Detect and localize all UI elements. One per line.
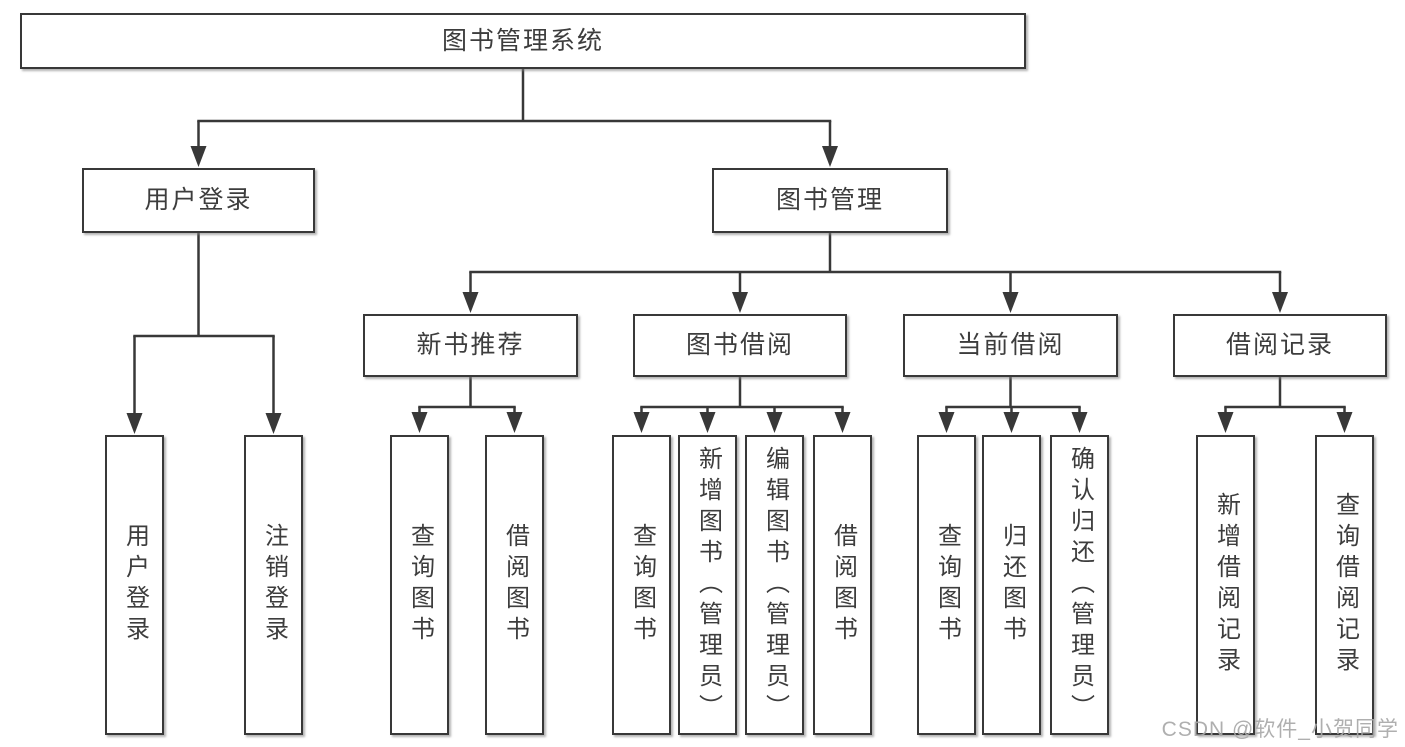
node-label: 借阅记录 xyxy=(1225,331,1334,359)
leaf-query-books-current: 查询图书 xyxy=(917,435,976,735)
node-label: 查询图书 xyxy=(933,523,961,647)
node-label: 确认归还（管理员） xyxy=(1066,445,1094,725)
node-label: 新增借阅记录 xyxy=(1212,492,1240,678)
node-new-book-recommend: 新书推荐 xyxy=(363,314,578,377)
leaf-logout: 注销登录 xyxy=(244,435,303,735)
node-label: 图书借阅 xyxy=(685,331,794,359)
leaf-user-login: 用户登录 xyxy=(105,435,164,735)
node-label: 用户登录 xyxy=(121,523,149,647)
node-label: 用户登录 xyxy=(144,186,253,214)
node-user-login: 用户登录 xyxy=(82,168,315,233)
node-label: 图书管理 xyxy=(775,186,884,214)
node-current-borrow: 当前借阅 xyxy=(903,314,1118,377)
node-borrow-records: 借阅记录 xyxy=(1173,314,1387,377)
leaf-borrow-books-borrow: 借阅图书 xyxy=(813,435,872,735)
node-label: 借阅图书 xyxy=(829,523,857,647)
node-label: 编辑图书（管理员） xyxy=(761,445,789,725)
node-label: 查询图书 xyxy=(628,523,656,647)
leaf-borrow-books-recommend: 借阅图书 xyxy=(485,435,544,735)
node-label: 借阅图书 xyxy=(501,523,529,647)
node-label: 注销登录 xyxy=(260,523,288,647)
leaf-edit-books-admin: 编辑图书（管理员） xyxy=(745,435,804,735)
watermark: CSDN @软件_小贺同学 xyxy=(1161,718,1399,741)
node-label: 归还图书 xyxy=(998,523,1026,647)
leaf-return-books: 归还图书 xyxy=(982,435,1041,735)
node-label: 当前借阅 xyxy=(956,331,1065,359)
leaf-add-books-admin: 新增图书（管理员） xyxy=(678,435,737,735)
node-label: 新书推荐 xyxy=(416,331,525,359)
leaf-query-borrow-record: 查询借阅记录 xyxy=(1315,435,1374,735)
node-book-borrow: 图书借阅 xyxy=(633,314,847,377)
leaf-query-books-borrow: 查询图书 xyxy=(612,435,671,735)
leaf-add-borrow-record: 新增借阅记录 xyxy=(1196,435,1255,735)
leaf-query-books-recommend: 查询图书 xyxy=(390,435,449,735)
leaf-confirm-return-admin: 确认归还（管理员） xyxy=(1050,435,1109,735)
node-label: 查询借阅记录 xyxy=(1331,492,1359,678)
node-book-management: 图书管理 xyxy=(712,168,948,233)
node-label: 新增图书（管理员） xyxy=(694,445,722,725)
node-label: 图书管理系统 xyxy=(441,26,604,55)
node-label: 查询图书 xyxy=(406,523,434,647)
node-root-library-management-system: 图书管理系统 xyxy=(20,13,1026,69)
